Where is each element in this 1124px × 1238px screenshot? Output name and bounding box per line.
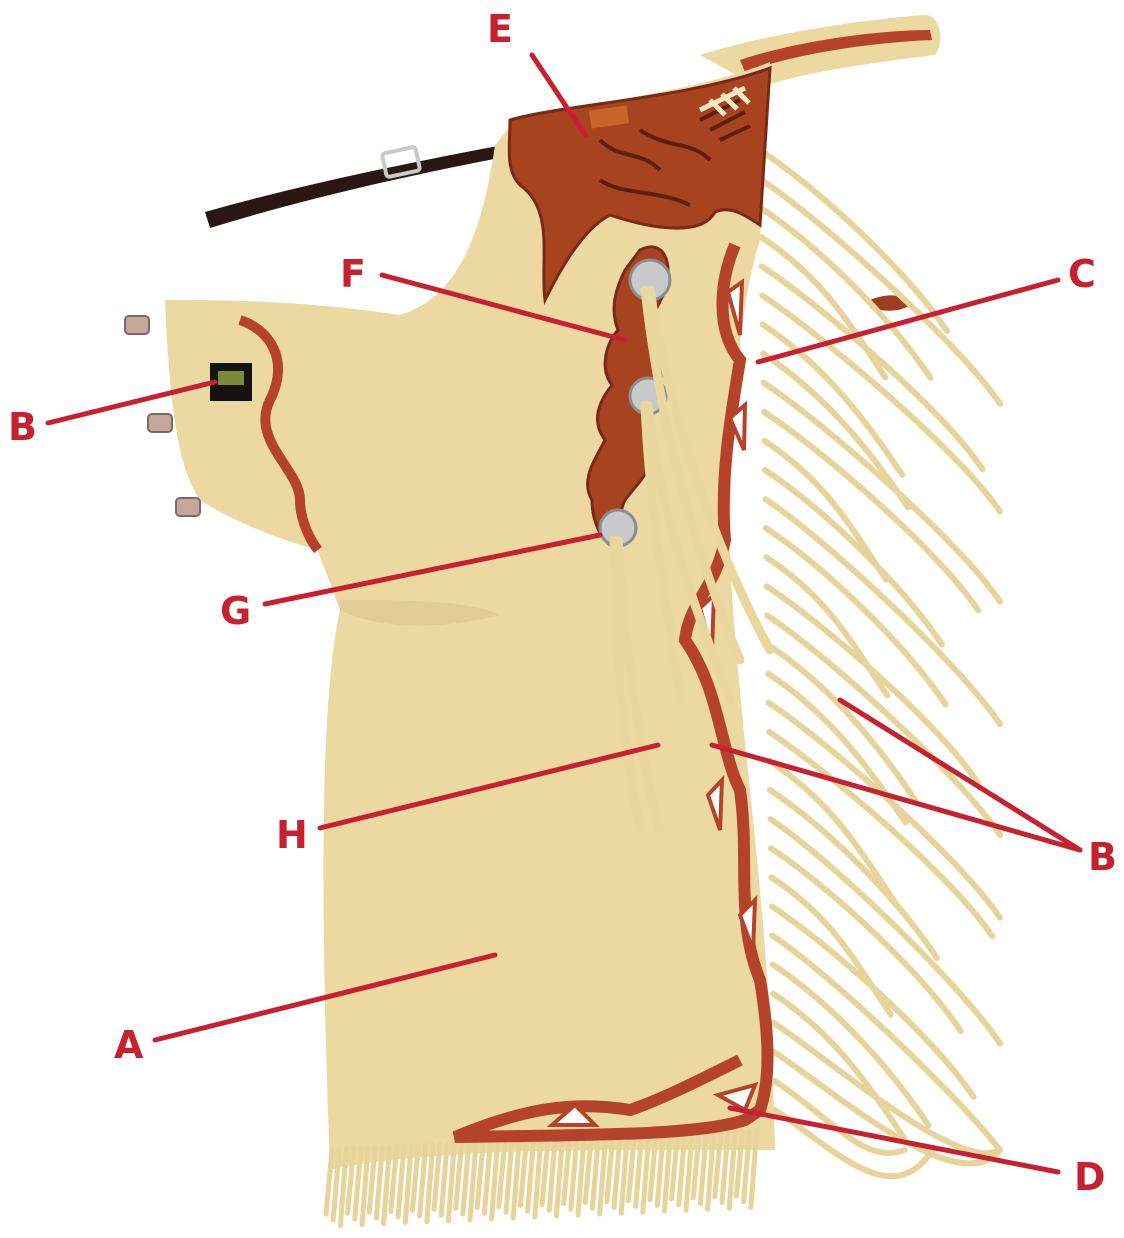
callout-label-e: E: [487, 7, 513, 51]
callout-label-b-right: B: [1088, 835, 1117, 879]
brand-tag-window: [218, 371, 244, 385]
fringe-strand: [326, 1149, 332, 1214]
fringe-strand: [762, 266, 983, 469]
fringe-strand: [765, 470, 942, 644]
callout-label-f: F: [340, 252, 366, 296]
bottom-fringe: [326, 1130, 757, 1225]
fringe-strand: [769, 732, 992, 936]
fringe-strand: [770, 790, 937, 958]
fringe-strand: [760, 150, 947, 331]
callout-label-h: H: [276, 813, 308, 857]
fringe-strand: [773, 965, 929, 1126]
callout-label-d: D: [1074, 1155, 1106, 1199]
fringe-strand: [775, 1081, 905, 1153]
belt-buckle-icon: [382, 147, 420, 178]
chaps-illustration: [125, 62, 775, 1226]
callout-label-a: A: [114, 1023, 144, 1067]
callout-label-g: G: [220, 589, 251, 633]
callout-label-c: C: [1068, 252, 1096, 296]
callout-label-b-left: B: [8, 405, 37, 449]
